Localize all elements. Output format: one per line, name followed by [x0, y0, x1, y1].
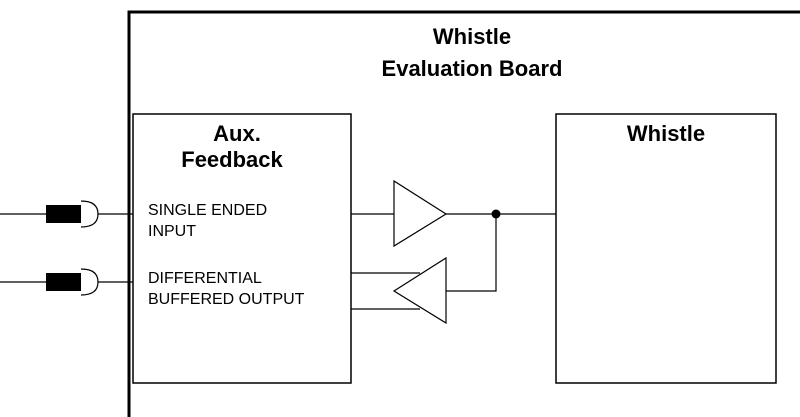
whistle-block — [555, 113, 777, 384]
aux-feedback-title-line2: Feedback — [181, 147, 283, 172]
aux-feedback-block — [132, 113, 352, 384]
input-buffer-triangle-icon — [393, 179, 448, 248]
board-title-line1: Whistle — [433, 24, 511, 49]
whistle-block-title: Whistle — [627, 121, 705, 146]
output-buffer-triangle-icon — [392, 256, 447, 325]
differential-output-label-line2: BUFFERED OUTPUT — [148, 291, 305, 308]
input-connector — [0, 200, 133, 228]
aux-feedback-title-line1: Aux. — [213, 121, 261, 146]
output-connector-jack-icon — [80, 268, 99, 296]
input-connector-jack-icon — [80, 200, 99, 228]
single-ended-input-label-line2: INPUT — [148, 223, 196, 240]
output-connector — [0, 268, 133, 296]
input-connector-plug-icon — [46, 205, 81, 223]
single-ended-input-label-line1: SINGLE ENDED — [148, 202, 267, 219]
output-connector-plug-icon — [46, 273, 81, 291]
differential-output-label-line1: DIFFERENTIAL — [148, 270, 262, 287]
feedback-wire — [446, 214, 497, 292]
board-title-line2: Evaluation Board — [382, 56, 563, 81]
